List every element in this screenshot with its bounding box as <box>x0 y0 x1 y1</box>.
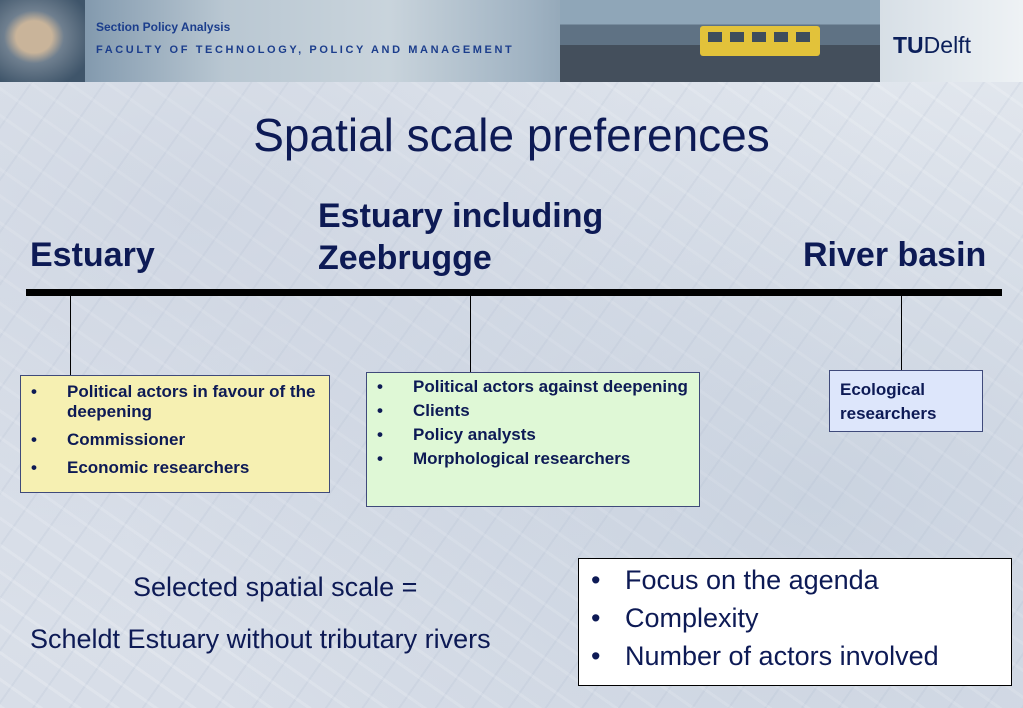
list-item: •Policy analysts <box>377 425 536 444</box>
connector-river-basin <box>901 296 902 370</box>
criteria-box: •Focus on the agenda •Complexity •Number… <box>578 558 1012 686</box>
slide-title: Spatial scale preferences <box>253 109 770 161</box>
logo-tu: TU <box>893 32 924 58</box>
scale-axis-line <box>26 289 1002 296</box>
logo-delft: Delft <box>923 32 971 58</box>
box-estuary-actors: •Political actors in favour of the deepe… <box>20 375 330 493</box>
scale-label-river-basin: River basin <box>803 236 987 274</box>
scale-label-zeebrugge-line1: Estuary including <box>318 197 604 235</box>
connector-estuary <box>70 296 71 375</box>
header-photo-portrait <box>0 0 85 82</box>
list-item: •Complexity <box>591 603 759 633</box>
header-banner: Section Policy Analysis FACULTY OF TECHN… <box>0 0 1023 82</box>
list-item: •Clients <box>377 401 470 420</box>
criteria-list: •Focus on the agenda •Complexity •Number… <box>579 559 1011 675</box>
faculty-name: FACULTY OF TECHNOLOGY, POLICY AND MANAGE… <box>96 44 515 56</box>
header-photo-train <box>700 26 820 56</box>
list-estuary-actors: •Political actors in favour of the deepe… <box>21 376 329 478</box>
list-item: •Morphological researchers <box>377 449 631 468</box>
section-name: Section Policy Analysis <box>96 20 231 34</box>
selected-scale-label: Selected spatial scale = <box>133 572 418 602</box>
header-logo-area <box>880 0 1023 82</box>
list-item: •Number of actors involved <box>591 641 939 671</box>
tudelft-logo: TUDelft <box>893 32 971 59</box>
river-basin-text: Ecological researchers <box>840 380 937 423</box>
scale-label-zeebrugge: Estuary including Zeebrugge <box>318 195 603 279</box>
box-zeebrugge-actors: •Political actors against deepening •Cli… <box>366 372 700 507</box>
scale-label-estuary: Estuary <box>30 236 155 274</box>
selected-scale-value: Scheldt Estuary without tributary rivers <box>30 624 491 654</box>
list-zeebrugge-actors: •Political actors against deepening •Cli… <box>367 373 699 468</box>
list-item: •Political actors against deepening <box>377 377 688 396</box>
box-river-basin-actors: Ecological researchers <box>829 370 983 432</box>
list-item: •Focus on the agenda <box>591 565 879 595</box>
scale-label-zeebrugge-line2: Zeebrugge <box>318 239 492 277</box>
connector-zeebrugge <box>470 296 471 372</box>
list-item: •Commissioner <box>31 430 186 449</box>
list-item: •Economic researchers <box>31 458 250 477</box>
list-item: •Political actors in favour of the deepe… <box>31 382 316 421</box>
